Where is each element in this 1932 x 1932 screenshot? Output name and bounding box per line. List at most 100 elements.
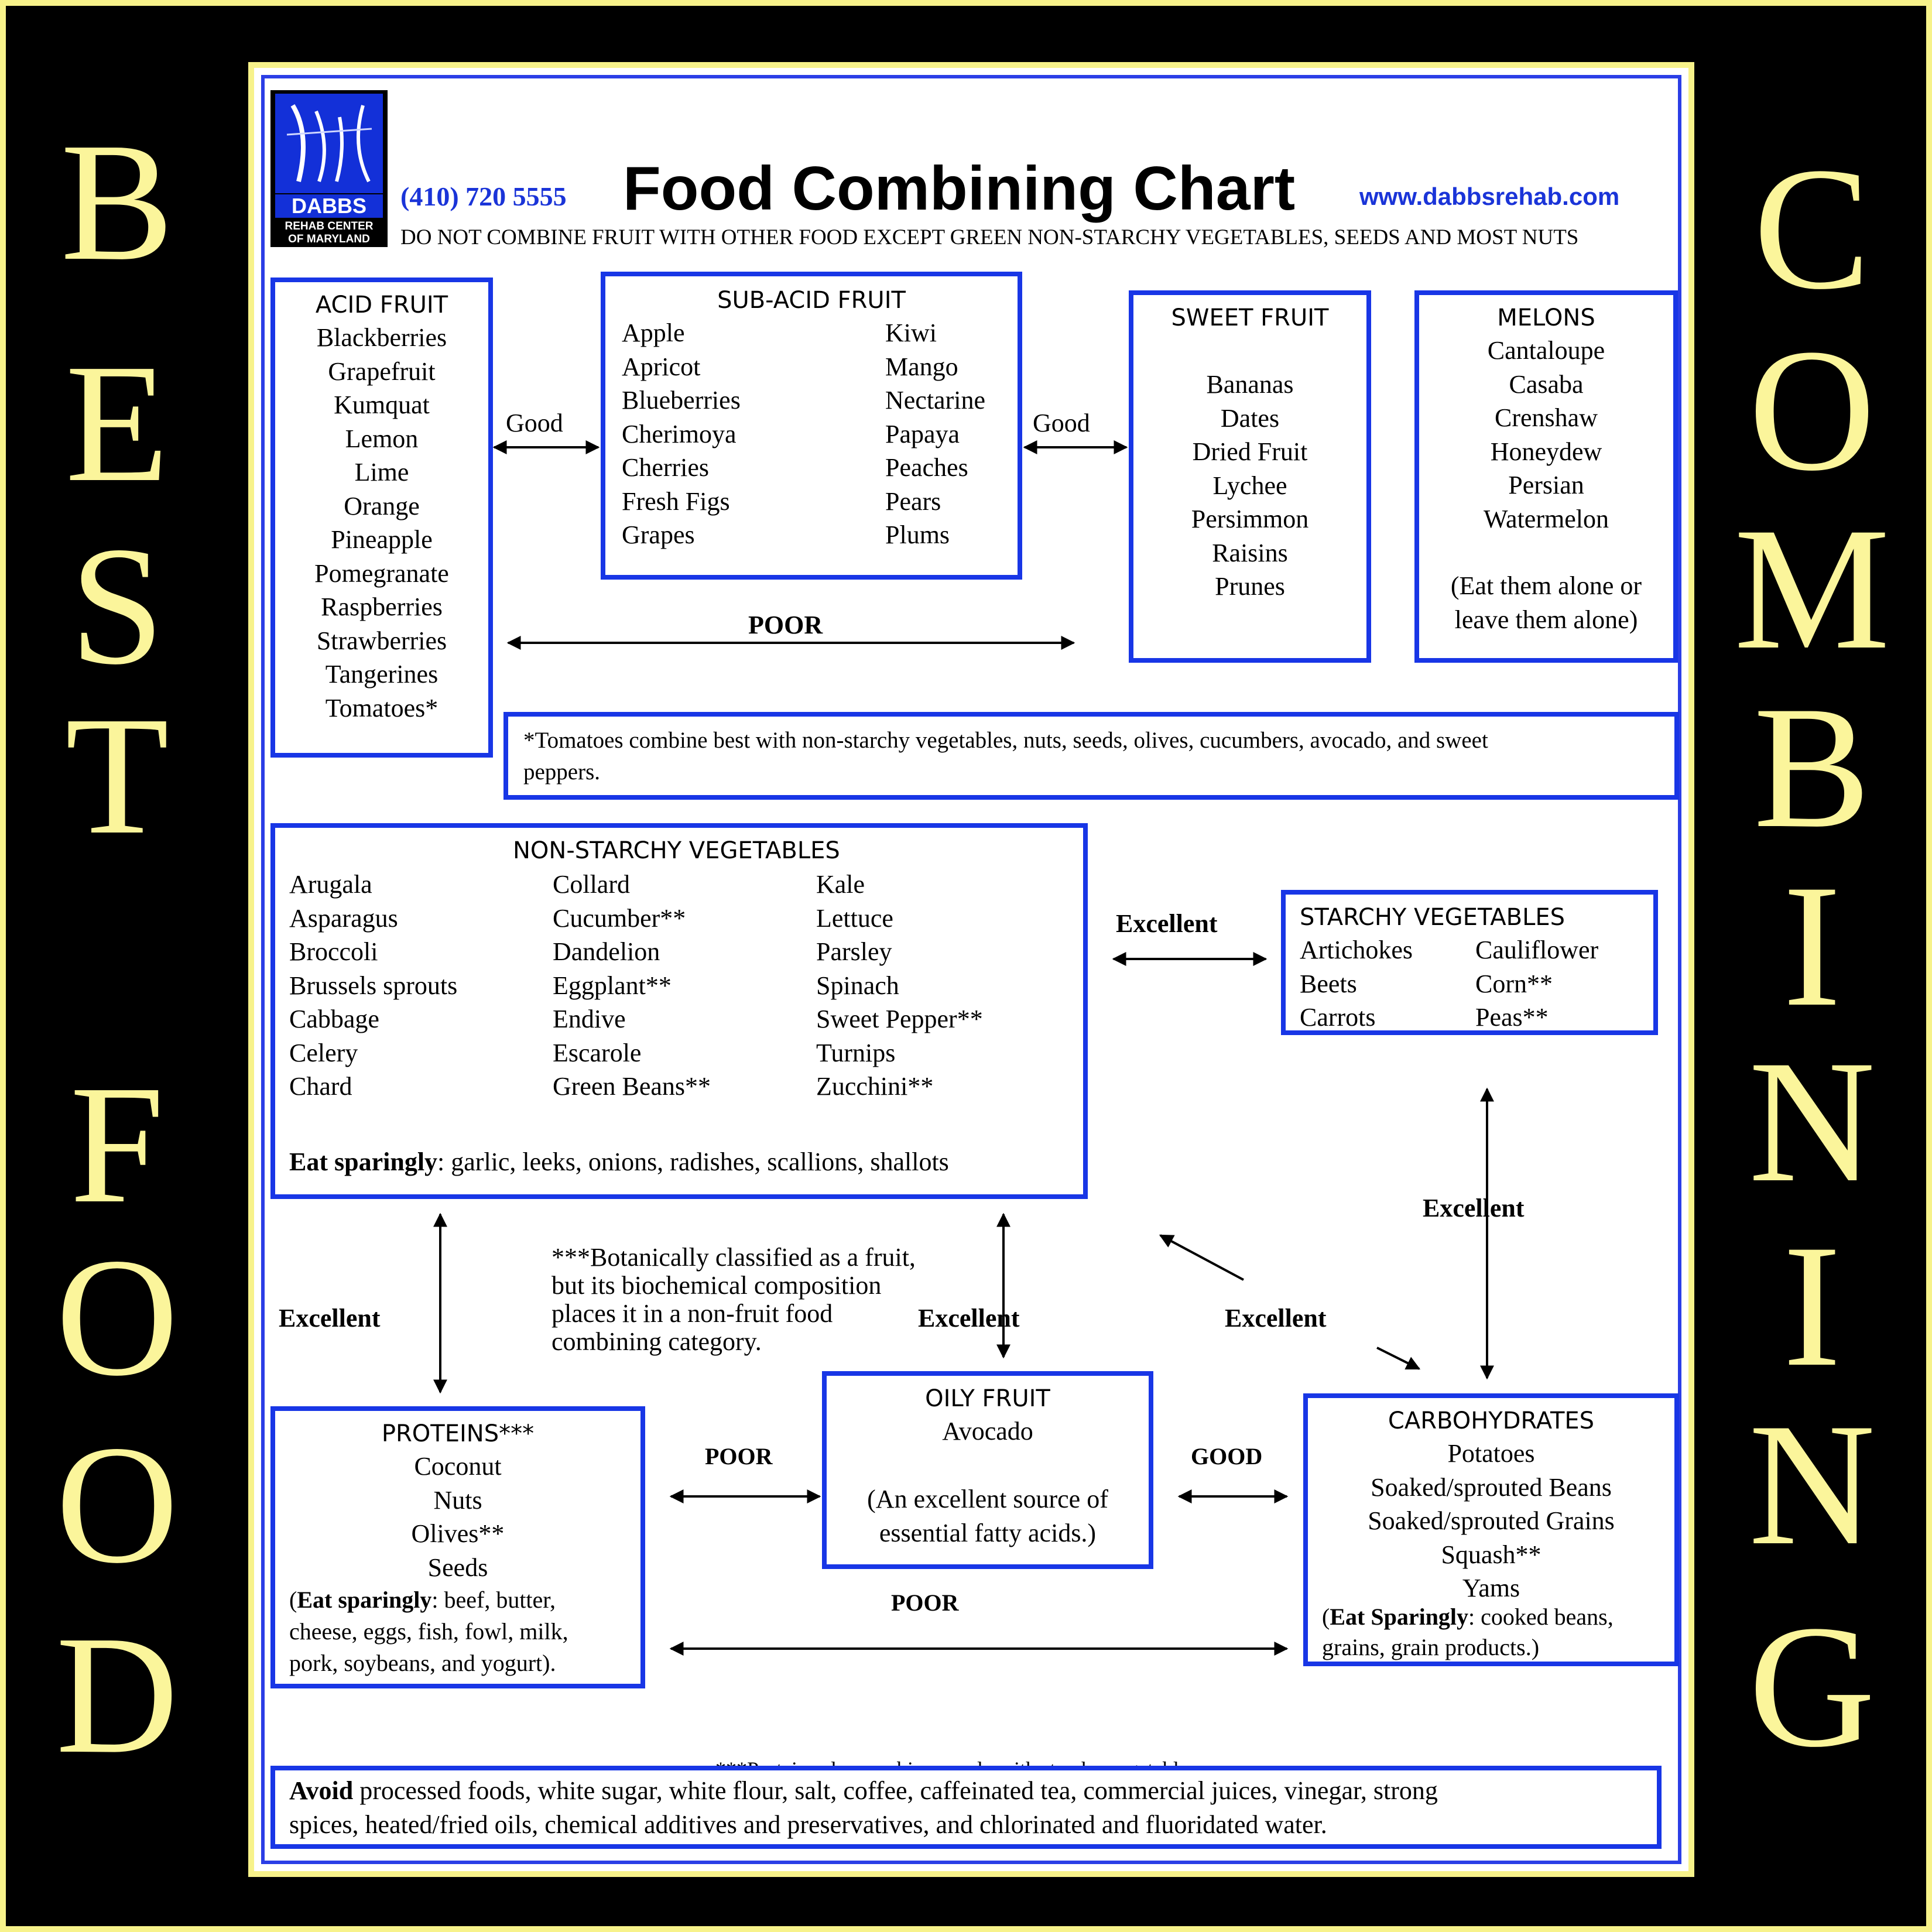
botanical-footnote: ***Botanically classified as a fruit,but… (551, 1244, 916, 1356)
non-starchy-item: Eggplant** (553, 971, 672, 1000)
logo-tagline-1: REHAB CENTER (285, 220, 374, 232)
acid-fruit-item: Blackberries (316, 323, 447, 352)
logo-tagline-2: OF MARYLAND (288, 233, 370, 245)
sub-acid-fruit-item: Apricot (622, 352, 701, 381)
non-starchy-sparing-line: Eat sparingly: garlic, leeks, onions, ra… (289, 1145, 949, 1179)
combining-letter-4: B (1753, 670, 1871, 864)
acid-fruit-item: Pineapple (331, 525, 433, 554)
oily-fruit-note-line-2: essential fatty acids.) (879, 1519, 1097, 1547)
proteins-sparing-note: (Eat sparingly: beef, butter, cheese, eg… (289, 1584, 568, 1679)
melon-item: Cantaloupe (1487, 336, 1605, 365)
header-subtitle: DO NOT COMBINE FRUIT WITH OTHER FOOD EXC… (400, 225, 1579, 249)
label-proteins-carbs: POOR (891, 1590, 959, 1616)
best-food-letter-1: B (60, 108, 174, 296)
label-subacid-sweet: Good (1033, 409, 1090, 437)
sub-acid-fruit-item: Apple (622, 318, 685, 347)
non-starchy-item: Endive (553, 1005, 626, 1033)
sub-acid-fruit-item: Grapes (622, 520, 695, 549)
sweet-fruit-item: Dates (1220, 403, 1280, 433)
label-acid-sweet: POOR (748, 611, 823, 639)
avoid-box: Avoid processed foods, white sugar, whit… (270, 1766, 1662, 1849)
tomato-note-line-2: peppers. (523, 759, 601, 785)
non-starchy-item: Sweet Pepper** (816, 1005, 983, 1033)
website-link[interactable]: www.dabbsrehab.com (1359, 183, 1620, 210)
oily-fruit-title: OILY FRUIT (925, 1385, 1050, 1412)
page-title: Food Combining Chart (623, 154, 1296, 223)
sub-acid-fruit-item: Pears (885, 487, 941, 516)
best-food-letter-8: D (56, 1601, 179, 1789)
combining-letter-8: N (1748, 1387, 1876, 1581)
relationship-arrows (433, 440, 1494, 1656)
non-starchy-sparing-text: : garlic, leeks, onions, radishes, scall… (437, 1147, 949, 1176)
starchy-title: STARCHY VEGETABLES (1300, 904, 1566, 931)
protein-item: Nuts (433, 1485, 482, 1515)
acid-fruit-title: ACID FRUIT (315, 292, 448, 318)
acid-fruit-item: Orange (344, 491, 420, 520)
best-food-letter-5: F (70, 1050, 165, 1238)
sweet-fruit-item: Lychee (1212, 471, 1287, 500)
sub-acid-fruit-item: Mango (885, 352, 958, 381)
protein-item: Coconut (414, 1452, 502, 1481)
chart-sheet: DABBS REHAB CENTER OF MARYLAND (410) 720… (248, 62, 1694, 1877)
arrow-nonstarchy-carbs-a (1159, 1234, 1244, 1281)
non-starchy-item: Broccoli (289, 937, 378, 966)
combining-letter-6: N (1748, 1024, 1876, 1218)
non-starchy-item: Cabbage (289, 1005, 379, 1033)
non-starchy-item: Asparagus (289, 903, 398, 933)
combining-letter-3: M (1734, 491, 1890, 686)
non-starchy-item: Spinach (816, 971, 899, 1000)
sweet-fruit-item: Prunes (1215, 572, 1285, 601)
non-starchy-item: Dandelion (553, 937, 660, 966)
sub-acid-fruit-item: Fresh Figs (622, 487, 730, 516)
starchy-item: Artichokes (1300, 936, 1413, 964)
sub-acid-fruit-item: Cherries (622, 453, 710, 482)
non-starchy-item: Arugala (289, 870, 372, 899)
oily-fruit-box: OILY FRUIT Avocado (An excellent source … (822, 1371, 1153, 1569)
label-nonstarchy-oily: Excellent (918, 1304, 1020, 1332)
combining-letter-7: I (1783, 1208, 1841, 1403)
starchy-item: Corn** (1475, 969, 1553, 998)
non-starchy-sparing-label: Eat sparingly (289, 1147, 438, 1176)
combining-letter-5: I (1783, 848, 1841, 1043)
non-starchy-item: Cucumber** (553, 903, 686, 933)
avoid-line-2: spices, heated/fried oils, chemical addi… (289, 1810, 1327, 1839)
starchy-item: Carrots (1300, 1003, 1376, 1032)
non-starchy-item: Turnips (816, 1038, 896, 1067)
acid-fruit-item: Strawberries (316, 626, 447, 655)
carbohydrate-item: Potatoes (1447, 1439, 1535, 1468)
non-starchy-item: Zucchini** (816, 1072, 934, 1101)
botanical-footnote-line: but its biochemical composition (551, 1271, 882, 1300)
combining-letter-2: O (1748, 313, 1876, 507)
carbohydrate-item: Soaked/sprouted Grains (1368, 1506, 1615, 1535)
non-starchy-item: Chard (289, 1072, 352, 1101)
protein-item: Olives** (411, 1519, 505, 1548)
best-food-letter-3: S (70, 512, 165, 700)
melon-item: Crenshaw (1495, 403, 1598, 432)
non-starchy-item: Green Beans** (553, 1072, 711, 1101)
non-starchy-item: Kale (816, 870, 865, 899)
melon-item: Watermelon (1484, 504, 1609, 533)
melon-item: Honeydew (1490, 437, 1602, 466)
label-nonstarchy-proteins: Excellent (279, 1304, 381, 1332)
dabbs-logo: DABBS REHAB CENTER OF MARYLAND (270, 90, 388, 247)
non-starchy-title: NON-STARCHY VEGETABLES (513, 837, 840, 864)
proteins-title: PROTEINS*** (381, 1420, 535, 1447)
best-food-letter-7: O (56, 1410, 179, 1598)
sweet-fruit-item: Dried Fruit (1192, 437, 1308, 466)
starchy-item: Peas** (1475, 1003, 1549, 1032)
sub-acid-fruit-item: Blueberries (622, 386, 741, 415)
non-starchy-item: Collard (553, 870, 630, 899)
melons-note-line-1: (Eat them alone or (1450, 571, 1642, 600)
label-starchy-carbs: Excellent (1423, 1194, 1525, 1222)
non-starchy-item: Escarole (553, 1038, 642, 1067)
